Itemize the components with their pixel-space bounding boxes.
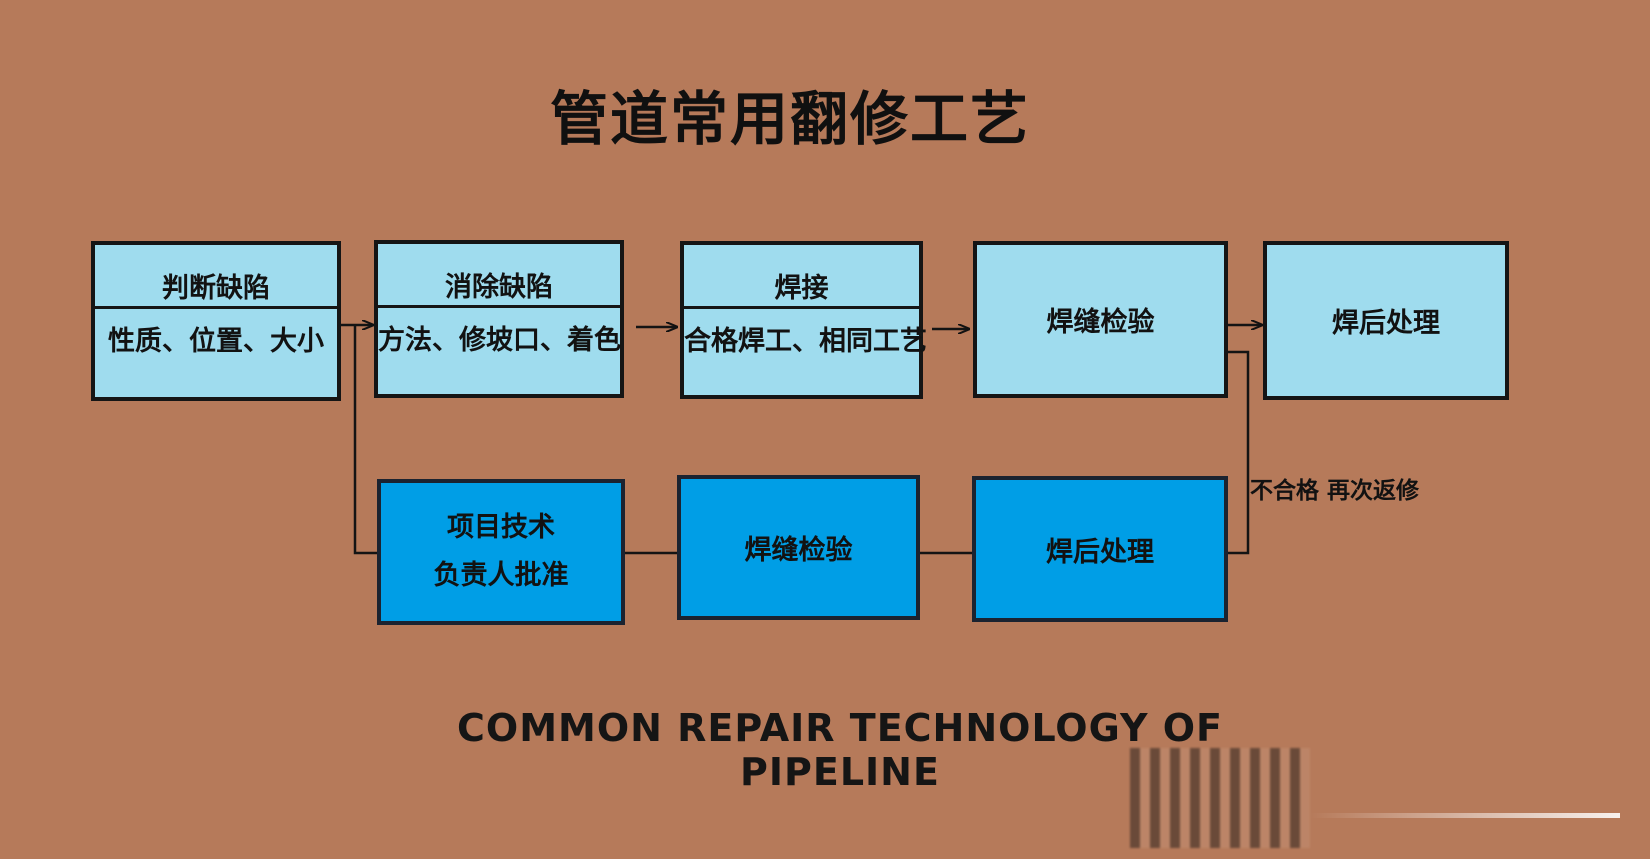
step-reinspection-label: 焊缝检验 xyxy=(744,535,853,566)
step-remove-defect-title: 消除缺陷 xyxy=(378,244,620,308)
step-weld-inspection-label: 焊缝检验 xyxy=(1046,307,1155,338)
step-welding-title: 焊接 xyxy=(684,245,919,309)
reflection-line xyxy=(1310,813,1620,818)
page-subtitle: COMMON REPAIR TECHNOLOGY OF PIPELINE xyxy=(457,706,1223,794)
step-judge-defect: 判断缺陷 性质、位置、大小 xyxy=(91,241,341,401)
step-remove-defect: 消除缺陷 方法、修坡口、着色 xyxy=(374,240,624,398)
step-approval-line2: 负责人批准 xyxy=(433,560,569,591)
step-post-weld-treatment-label: 焊后处理 xyxy=(1332,308,1440,339)
page-title: 管道常用翻修工艺 xyxy=(549,85,1030,153)
reflection-artifact xyxy=(1130,748,1310,848)
step-reinspection: 焊缝检验 xyxy=(677,475,920,620)
loop-fail-label: 不合格 再次返修 xyxy=(1250,478,1420,504)
step-approval-line1: 项目技术 xyxy=(447,512,555,543)
loop-fail-line xyxy=(1228,350,1250,555)
step-judge-defect-title: 判断缺陷 xyxy=(95,245,337,309)
step-judge-defect-detail: 性质、位置、大小 xyxy=(108,326,324,357)
step-approval: 项目技术 负责人批准 xyxy=(377,479,625,625)
step-weld-inspection: 焊缝检验 xyxy=(973,241,1228,398)
step-welding: 焊接 合格焊工、相同工艺 xyxy=(680,241,927,399)
step-post-treatment-again: 焊后处理 xyxy=(972,476,1228,622)
step-post-treatment-again-label: 焊后处理 xyxy=(1046,536,1154,568)
step-remove-defect-detail: 方法、修坡口、着色 xyxy=(378,325,621,356)
step-post-weld-treatment: 焊后处理 xyxy=(1263,241,1509,400)
step-welding-detail: 合格焊工、相同工艺 xyxy=(684,326,927,357)
